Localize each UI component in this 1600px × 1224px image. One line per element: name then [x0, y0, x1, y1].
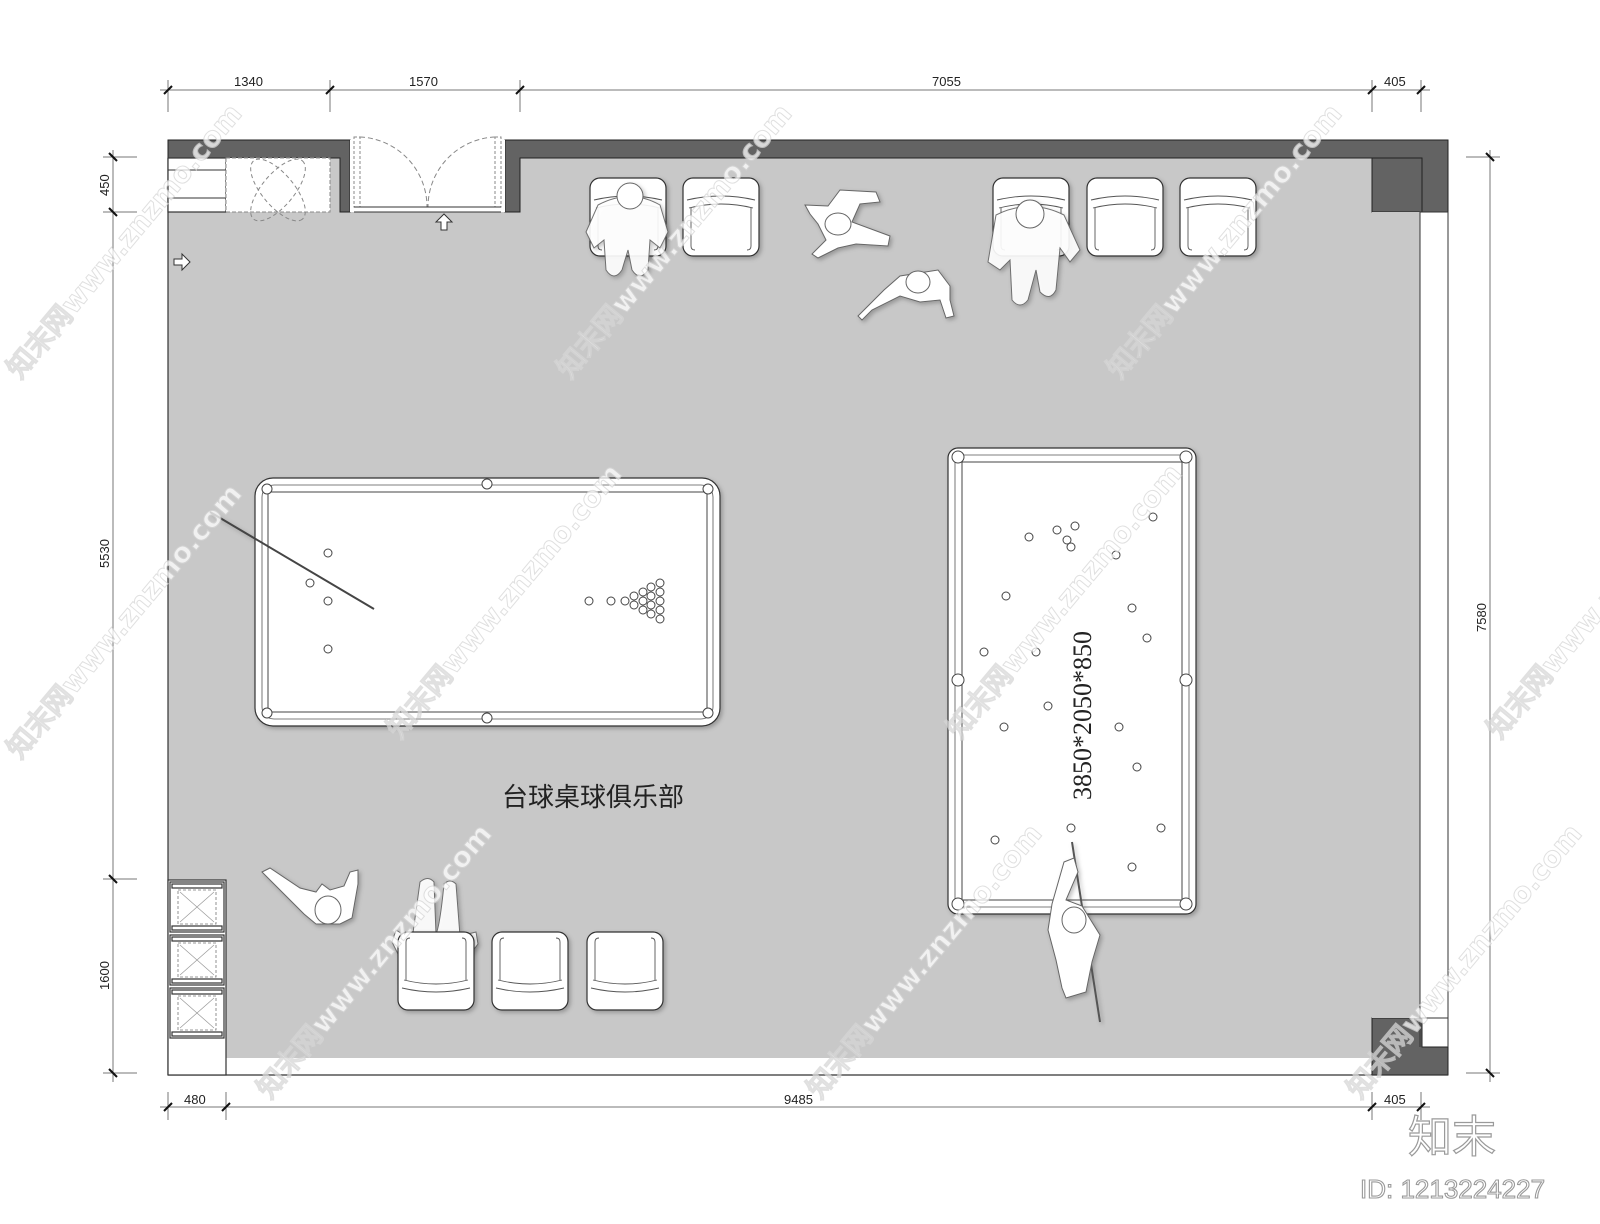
cabinet — [169, 934, 225, 986]
billiard-balls — [979, 512, 1166, 872]
dimension-lines — [103, 80, 1500, 1120]
cabinet — [169, 881, 225, 933]
snooker-balls — [305, 548, 665, 654]
dim-right-1: 7580 — [1474, 603, 1489, 632]
armchair — [1086, 177, 1164, 257]
svg-text:知末网www.znzmo.com: 知末网www.znzmo.com — [1480, 457, 1600, 744]
entrance-arrow-icon — [434, 213, 454, 231]
image-id: ID: 1213224227 — [1360, 1174, 1545, 1204]
room-title: 台球桌球俱乐部 — [502, 783, 684, 813]
armchairs-bottom — [397, 931, 664, 1011]
dim-bottom-2: 9485 — [784, 1092, 813, 1107]
cabinet — [169, 987, 225, 1039]
cue-stick — [209, 511, 375, 610]
storage-shelf — [167, 157, 331, 222]
side-entrance-arrow-icon — [173, 252, 191, 272]
people-top — [585, 182, 1081, 321]
dim-top-2: 1570 — [409, 74, 438, 89]
display-cabinets — [167, 879, 227, 1076]
dim-bottom-1: 480 — [184, 1092, 206, 1107]
dim-top-4: 405 — [1384, 74, 1406, 89]
billiard-table[interactable] — [947, 447, 1197, 915]
dim-bottom-3: 405 — [1384, 1092, 1406, 1107]
dim-left-3: 1600 — [97, 961, 112, 990]
snooker-table[interactable] — [209, 477, 721, 727]
window-strip — [1419, 211, 1449, 1019]
dim-top-1: 1340 — [234, 74, 263, 89]
brand-logo: 知末 — [1408, 1112, 1496, 1163]
table-dimension-label: 3850*2050*850 — [1068, 631, 1097, 800]
dim-left-2: 5530 — [97, 539, 112, 568]
player-with-cue — [1047, 841, 1101, 1023]
dim-top-3: 7055 — [932, 74, 961, 89]
dim-left-1: 450 — [97, 174, 112, 196]
double-door[interactable] — [350, 136, 505, 213]
armchair — [491, 931, 569, 1011]
dimension-ticks — [108, 85, 1495, 1112]
armchair — [586, 931, 664, 1011]
